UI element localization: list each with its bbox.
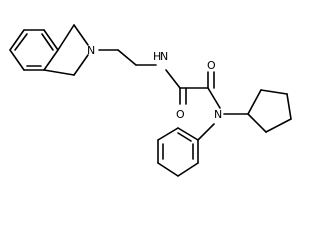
inner-bond xyxy=(14,33,28,51)
bond xyxy=(260,89,288,95)
molecule-diagram: N H N O O N xyxy=(9,24,292,177)
bond xyxy=(73,54,89,76)
bond xyxy=(207,87,221,109)
amide-nh-hydrogen-label: H xyxy=(153,50,161,63)
bond xyxy=(57,24,75,51)
structure-canvas: N H N O O N xyxy=(9,24,292,177)
bond xyxy=(165,69,181,89)
bond xyxy=(197,123,215,141)
ethyl-linker xyxy=(98,49,157,66)
bond xyxy=(177,127,199,141)
oxalamide-core xyxy=(165,69,221,109)
bond xyxy=(9,49,25,71)
benzene-ring-left xyxy=(9,29,59,71)
bond xyxy=(286,93,292,120)
bond xyxy=(157,127,179,141)
bond xyxy=(265,118,292,133)
bond xyxy=(247,113,267,133)
amide-nh-nitrogen-label: N xyxy=(160,50,168,63)
bond xyxy=(177,162,199,177)
carbonyl-oxygen-label: O xyxy=(176,108,185,121)
cyclopentyl-ring xyxy=(223,89,292,133)
bond xyxy=(247,89,262,115)
bond xyxy=(43,29,59,51)
bond xyxy=(43,69,75,76)
ring-nitrogen-label: N xyxy=(87,44,95,57)
bond xyxy=(157,162,179,177)
bond xyxy=(43,49,59,71)
inner-bond xyxy=(41,33,54,51)
tertiary-nitrogen-label: N xyxy=(214,108,222,121)
phenyl-ring xyxy=(157,123,215,177)
isoindoline-ring xyxy=(43,24,89,76)
bond xyxy=(73,24,89,46)
inner-bond xyxy=(177,132,192,142)
carbonyl-oxygen-label: O xyxy=(207,59,216,72)
bond xyxy=(117,49,137,66)
bond xyxy=(9,29,25,51)
